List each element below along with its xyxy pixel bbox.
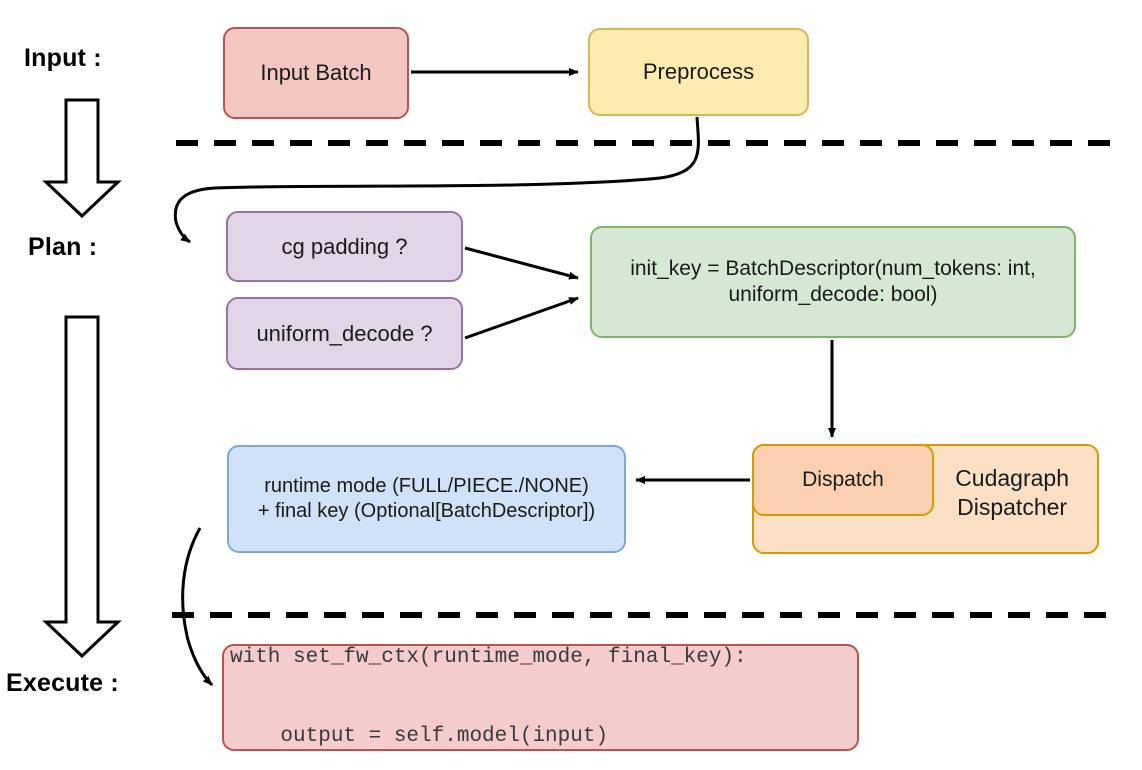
node-cudagraph-dispatcher-line1: Cudagraph xyxy=(955,465,1069,491)
node-runtime-mode[interactable]: runtime mode (FULL/PIECE./NONE) + final … xyxy=(227,445,626,553)
node-cg-padding-label: cg padding ? xyxy=(281,233,408,259)
node-dispatch-label: Dispatch xyxy=(802,467,884,491)
node-cudagraph-dispatcher-line2: Dispatcher xyxy=(957,493,1068,520)
node-code-block-line1: with set_fw_ctx(runtime_mode, final_key)… xyxy=(230,646,747,669)
node-input-batch[interactable]: Input Batch xyxy=(223,27,409,119)
node-uniform-decode-label: uniform_decode ? xyxy=(256,320,433,346)
node-init-key-line1: init_key = BatchDescriptor(num_tokens: i… xyxy=(630,256,1036,280)
node-runtime-mode-line1: runtime mode (FULL/PIECE./NONE) xyxy=(264,475,589,497)
stage-label-plan: Plan : xyxy=(28,233,98,261)
node-uniform-decode[interactable]: uniform_decode ? xyxy=(226,297,463,370)
edge-cg-padding-to-init-key xyxy=(464,246,579,280)
node-cg-padding[interactable]: cg padding ? xyxy=(226,211,463,282)
stage-label-input: Input : xyxy=(24,44,102,72)
node-input-batch-label: Input Batch xyxy=(260,60,372,86)
stage-label-execute: Execute : xyxy=(6,669,119,697)
node-dispatch[interactable]: Dispatch xyxy=(752,444,934,516)
node-code-block[interactable]: with set_fw_ctx(runtime_mode, final_key)… xyxy=(222,644,859,751)
node-init-key-line2: uniform_decode: bool) xyxy=(728,283,938,306)
node-preprocess[interactable]: Preprocess xyxy=(588,28,809,116)
plan-to-execute-block-arrow xyxy=(42,315,122,659)
input-to-plan-block-arrow xyxy=(42,98,122,219)
node-init-key[interactable]: init_key = BatchDescriptor(num_tokens: i… xyxy=(590,226,1076,338)
node-code-block-line2: output = self.model(input) xyxy=(230,724,609,748)
node-runtime-mode-line2: + final key (Optional[BatchDescriptor]) xyxy=(257,500,596,522)
edge-runtime-mode-to-code-block xyxy=(181,527,214,687)
node-preprocess-label: Preprocess xyxy=(642,59,755,85)
edge-uniform-decode-to-init-key xyxy=(464,296,579,340)
